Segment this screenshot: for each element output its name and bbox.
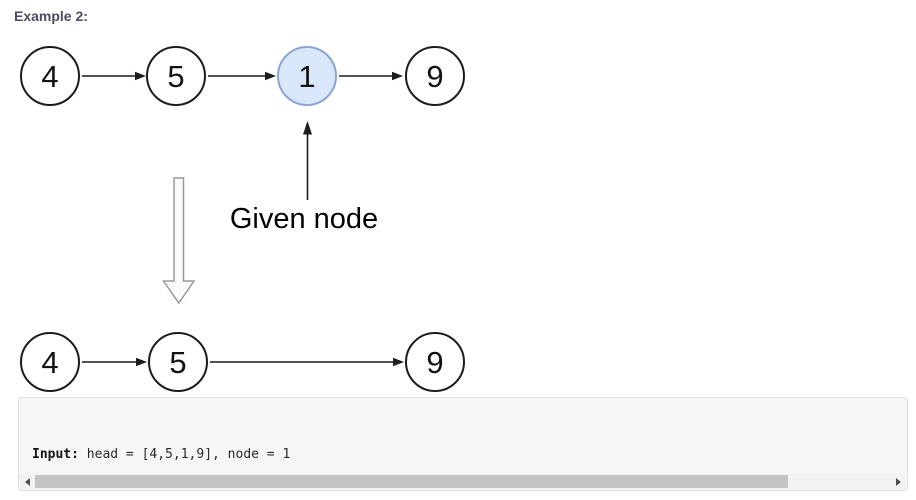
linked-list-node: 9 xyxy=(405,46,465,106)
right-arrow-icon xyxy=(82,357,147,367)
up-pointer-arrow-icon xyxy=(303,121,312,200)
right-arrow-icon xyxy=(339,71,403,81)
input-label: Input: xyxy=(32,447,79,462)
linked-list-node: 9 xyxy=(405,332,465,392)
scrollbar-track[interactable] xyxy=(35,474,891,489)
right-arrow-icon xyxy=(82,71,146,81)
linked-list-node: 5 xyxy=(146,46,206,106)
linked-list-node: 4 xyxy=(20,46,80,106)
horizontal-scrollbar[interactable] xyxy=(20,474,906,489)
scrollbar-right-button[interactable] xyxy=(891,474,906,489)
scrollbar-thumb[interactable] xyxy=(35,475,789,488)
scrollbar-left-arrow-icon xyxy=(25,477,30,486)
transform-down-arrow-icon xyxy=(162,177,196,305)
right-arrow-icon xyxy=(210,357,404,367)
input-line: Input: head = [4,5,1,9], node = 1 xyxy=(32,445,897,465)
linked-list-node: 4 xyxy=(20,332,80,392)
given-node-label: Given node xyxy=(229,203,379,235)
example-code-block: Input: head = [4,5,1,9], node = 1 Output… xyxy=(18,397,908,491)
code-lines: Input: head = [4,5,1,9], node = 1 Output… xyxy=(19,398,907,490)
input-value: head = [4,5,1,9], node = 1 xyxy=(78,447,291,462)
linked-list-node-given: 1 xyxy=(277,46,337,106)
right-arrow-icon xyxy=(208,71,276,81)
linked-list-node: 5 xyxy=(148,332,208,392)
scrollbar-left-button[interactable] xyxy=(20,474,35,489)
scrollbar-right-arrow-icon xyxy=(896,477,901,486)
example-title: Example 2: xyxy=(14,8,88,24)
